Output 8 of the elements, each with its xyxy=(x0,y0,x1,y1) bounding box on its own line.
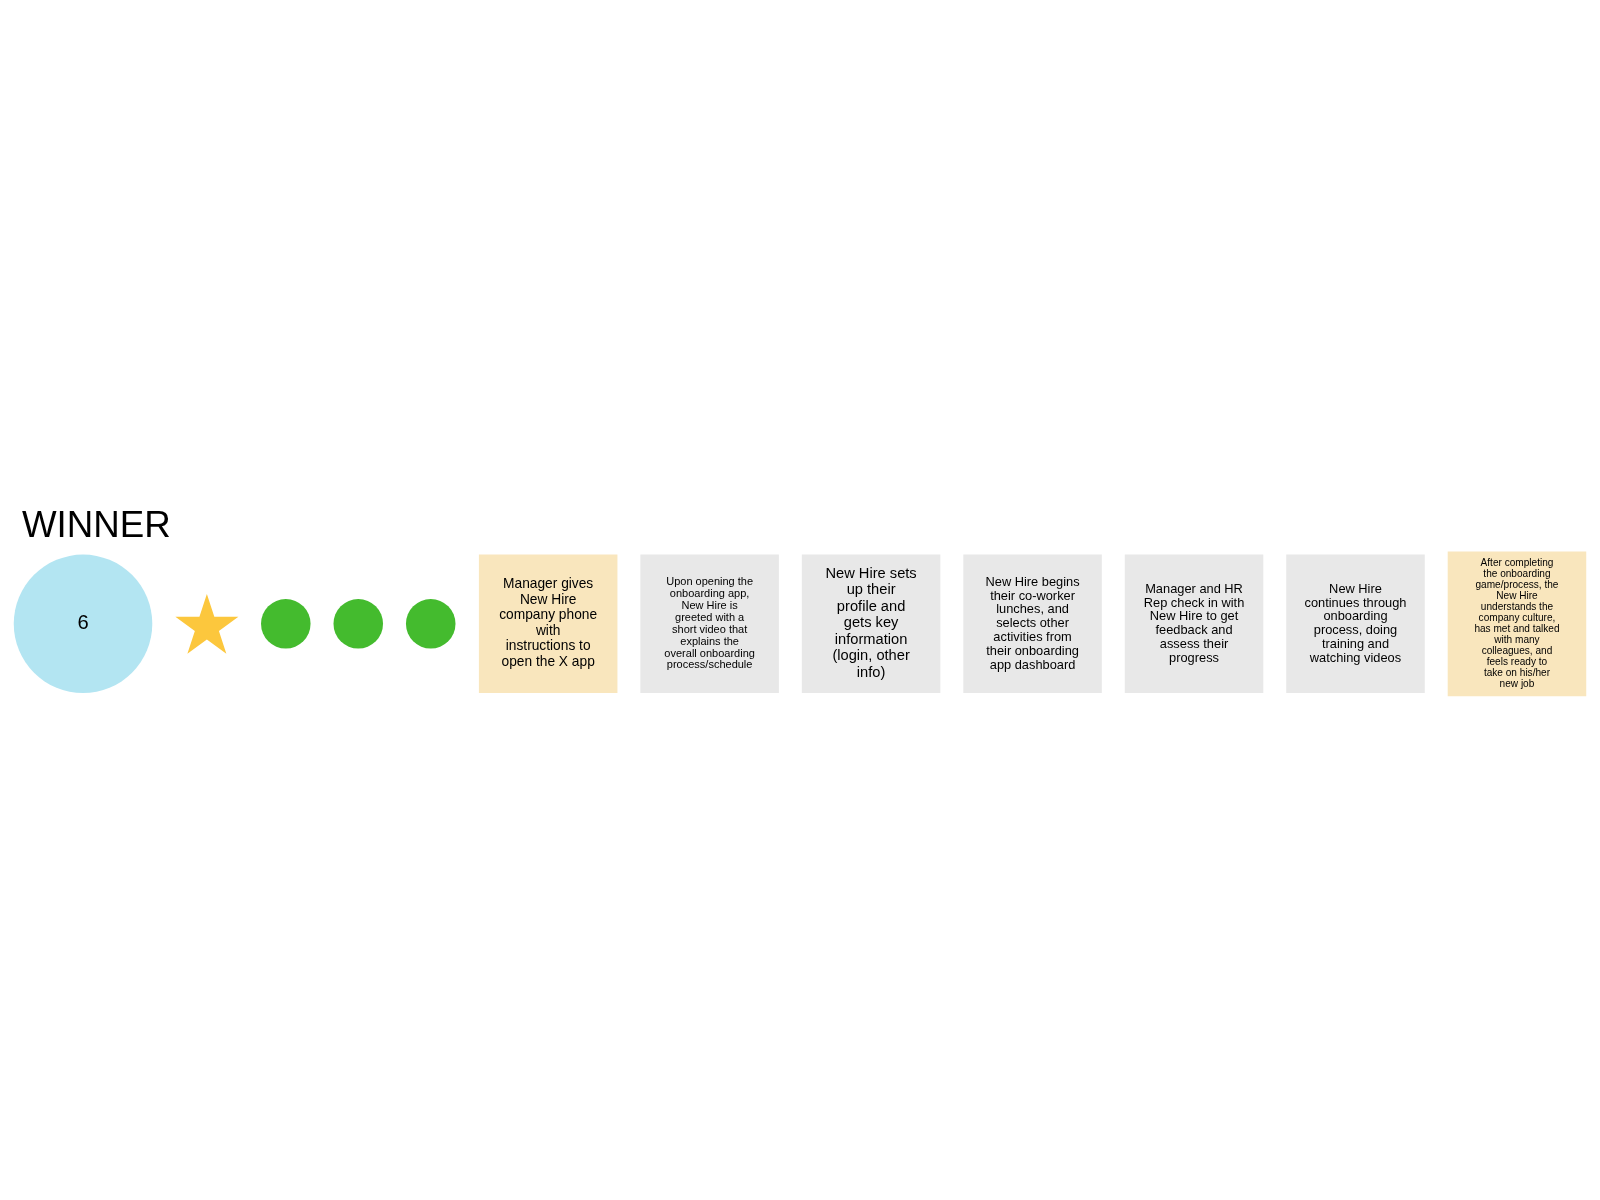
node-box: After completing the onboarding game/process, the New Hire understands the company culture, has met and talked with many colleagues, and feels ready to take on his/her new job xyxy=(1447,551,1587,697)
node-circle: 6 xyxy=(13,554,153,694)
node-circle xyxy=(261,599,311,649)
node-star xyxy=(175,594,239,654)
node-circle xyxy=(405,599,456,649)
node-box: Manager gives New Hire company phone with instructions to open the X app xyxy=(478,554,618,694)
node-circle xyxy=(333,599,384,649)
diagram-title: WINNER xyxy=(21,503,171,545)
